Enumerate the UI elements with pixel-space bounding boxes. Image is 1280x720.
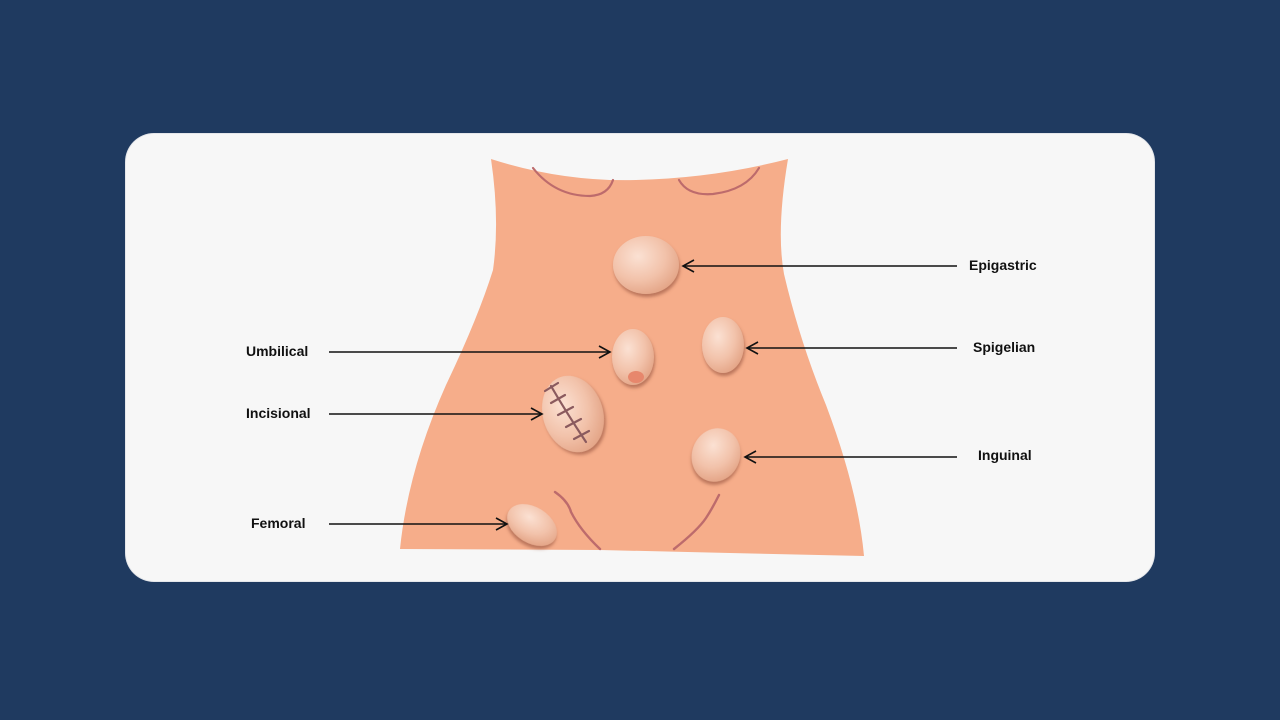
surgical-stitches [543,381,591,444]
right-chest-line [677,166,761,196]
incisional-label: Incisional [246,405,311,421]
spigelian-hernia [702,317,744,373]
inguinal-hernia [691,428,741,482]
femoral-hernia [507,504,557,546]
incisional-hernia [542,375,604,453]
left-chest-line [531,166,615,198]
umbilical-hernia [612,329,654,385]
umbilical-label: Umbilical [246,343,309,359]
inguinal-label: Inguinal [978,447,1032,463]
umbilicus-mark [628,371,644,383]
epigastric-label: Epigastric [969,257,1037,273]
right-groin-line [672,493,721,551]
spigelian-label: Spigelian [973,339,1036,355]
femoral-label: Femoral [251,515,306,531]
epigastric-hernia [613,236,679,294]
left-groin-line [553,490,602,551]
